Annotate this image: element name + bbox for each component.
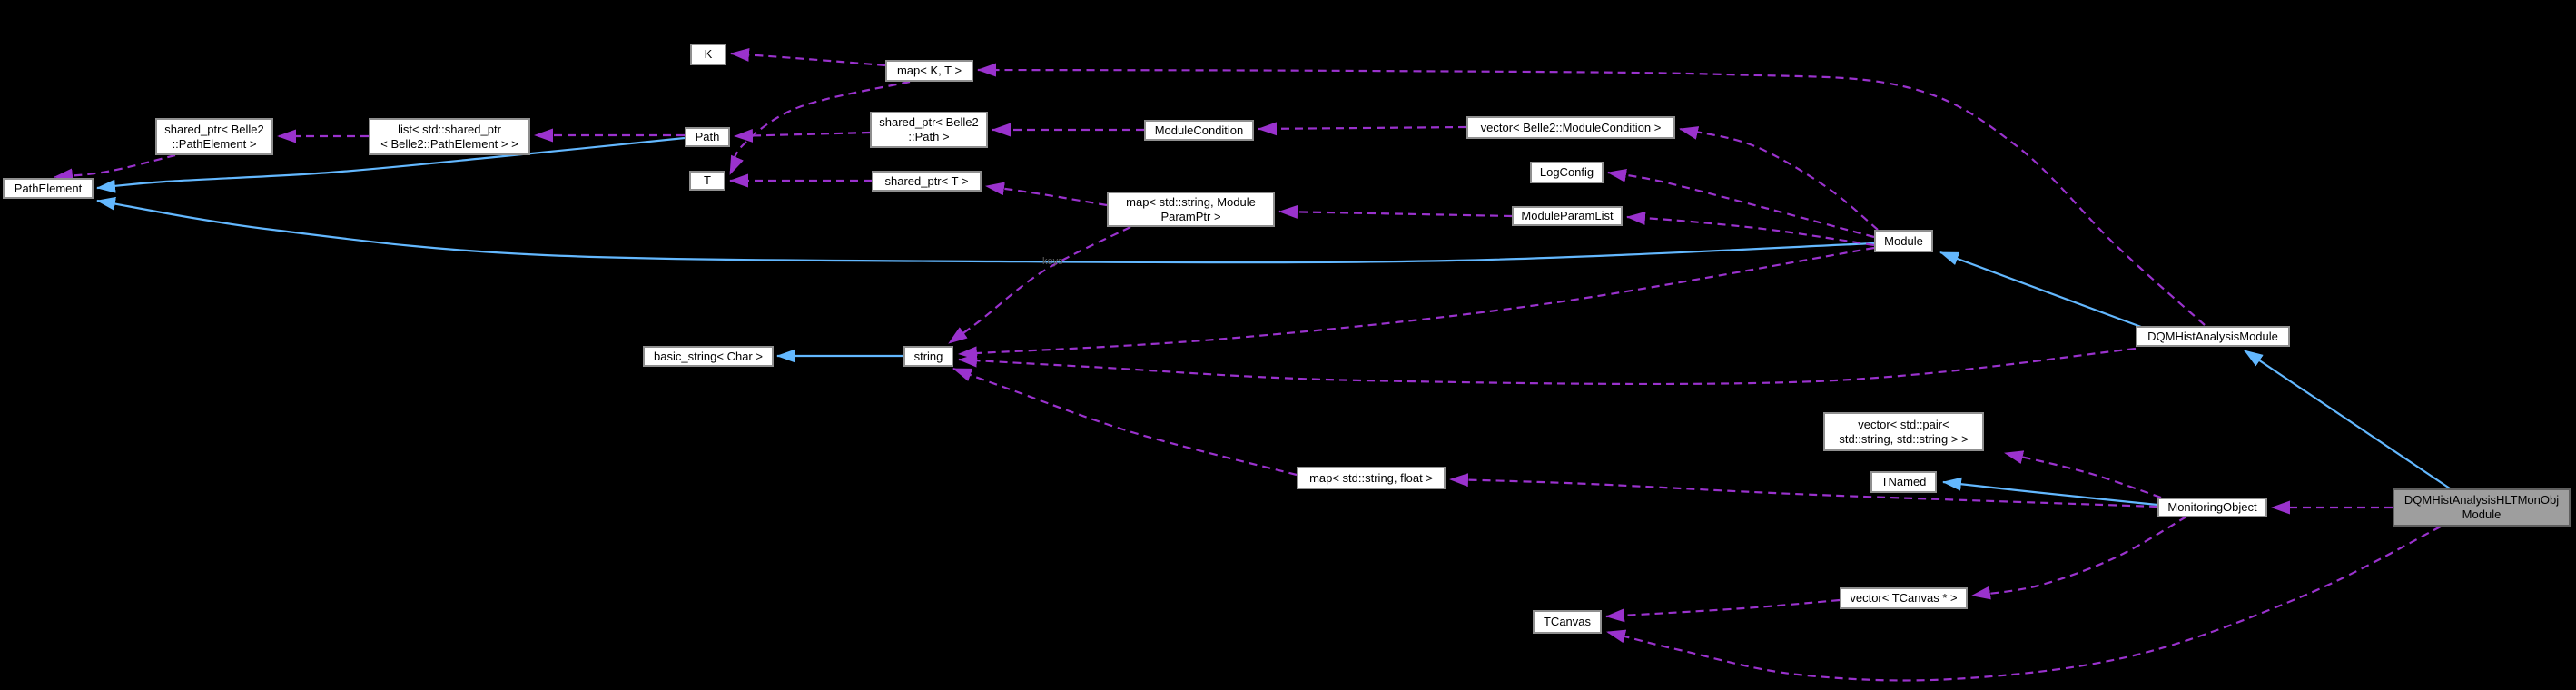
node-string[interactable]: string xyxy=(903,346,953,367)
node-label: vector< TCanvas * > xyxy=(1850,591,1958,605)
node-label: shared_ptr< T > xyxy=(884,173,969,188)
node-shared-ptr-pathelement[interactable]: shared_ptr< Belle2::PathElement > xyxy=(155,118,273,155)
edge-dqm-hlt-monobj-module-to-dqm-hist-analysis-module xyxy=(2244,350,2451,489)
node-log-config[interactable]: LogConfig xyxy=(1530,162,1604,183)
node-label: < Belle2::PathElement > > xyxy=(380,136,518,151)
node-label: vector< Belle2::ModuleCondition > xyxy=(1480,120,1662,134)
node-label: T xyxy=(704,173,711,187)
edge-map-k-t-to-k xyxy=(730,47,886,67)
node-map-string-float[interactable]: map< std::string, float > xyxy=(1297,467,1446,489)
node-label: DQMHistAnalysisHLTMonObj xyxy=(2403,493,2560,507)
node-vector-module-condition[interactable]: vector< Belle2::ModuleCondition > xyxy=(1466,116,1675,139)
node-k[interactable]: K xyxy=(690,44,726,65)
edge-dqm-hlt-monobj-module-to-tcanvas xyxy=(1606,526,2442,682)
edge-map-string-moduleparamptr-to-shared-ptr-t xyxy=(985,182,1108,207)
node-list-shared-ptr[interactable]: list< std::shared_ptr< Belle2::PathEleme… xyxy=(369,118,530,155)
node-module-condition[interactable]: ModuleCondition xyxy=(1144,120,1254,141)
node-label: PathElement xyxy=(14,181,83,195)
edge-shared-ptr-path-to-path xyxy=(734,128,871,143)
edge-module-to-path-element xyxy=(96,196,1875,264)
node-label: TCanvas xyxy=(1543,615,1592,628)
node-label: LogConfig xyxy=(1539,165,1594,179)
edge-monitoring-object-to-map-string-float xyxy=(1449,473,2158,508)
node-label: string xyxy=(913,349,943,363)
edge-monitoring-object-to-vector-tcanvas xyxy=(1971,516,2187,600)
node-path[interactable]: Path xyxy=(685,127,730,147)
node-tnamed[interactable]: TNamed xyxy=(1870,471,1937,493)
node-t[interactable]: T xyxy=(689,171,725,191)
node-label: Path xyxy=(695,130,720,143)
node-path-element[interactable]: PathElement xyxy=(3,178,94,199)
node-label: ParamPtr > xyxy=(1160,209,1221,223)
node-label: map< std::string, float > xyxy=(1309,470,1433,485)
node-tcanvas[interactable]: TCanvas xyxy=(1533,610,1602,634)
node-label: Module xyxy=(2462,508,2502,521)
node-label: Module xyxy=(1884,233,1923,248)
edge-vector-tcanvas-to-tcanvas xyxy=(1605,598,1841,623)
edge-vector-module-condition-to-module-condition xyxy=(1258,122,1467,136)
node-module-param-list[interactable]: ModuleParamList xyxy=(1512,206,1623,226)
node-label: ::PathElement > xyxy=(172,136,257,151)
node-label: TNamed xyxy=(1880,475,1927,488)
edge-module-to-module-param-list xyxy=(1626,211,1875,247)
node-label: map< K, T > xyxy=(896,64,962,77)
node-monitoring-object[interactable]: MonitoringObject xyxy=(2157,498,2267,518)
edge-shared-ptr-pathelement-to-path-element xyxy=(54,153,176,182)
node-dqm-hist-analysis-module[interactable]: DQMHistAnalysisModule xyxy=(2136,326,2290,347)
edge-module-param-list-to-map-string-moduleparamptr xyxy=(1278,204,1513,219)
node-label: ::Path > xyxy=(908,130,950,143)
node-label: ModuleCondition xyxy=(1154,123,1244,137)
edge-path-to-path-element xyxy=(96,136,686,193)
edge-dqm-hist-analysis-module-to-map-k-t xyxy=(977,63,2206,326)
node-map-k-t[interactable]: map< K, T > xyxy=(885,60,973,82)
node-module[interactable]: Module xyxy=(1874,230,1933,252)
edge-monitoring-object-to-vector-pair-string-string xyxy=(2004,450,2162,499)
node-label: DQMHistAnalysisModule xyxy=(2147,329,2278,343)
node-label: K xyxy=(704,47,713,61)
edge-module-to-vector-module-condition xyxy=(1679,126,1879,231)
node-label: list< std::shared_ptr xyxy=(398,122,501,136)
node-label: shared_ptr< Belle2 xyxy=(879,115,979,129)
node-label: basic_string< Char > xyxy=(654,349,763,363)
edge-map-k-t-to-t xyxy=(728,80,911,175)
node-label: map< std::string, Module xyxy=(1126,194,1256,209)
node-label: MonitoringObject xyxy=(2167,500,2257,514)
edge-label-keys: keys xyxy=(1042,256,1063,267)
node-basic-string-char[interactable]: basic_string< Char > xyxy=(643,346,774,367)
node-label: std::string, std::string > > xyxy=(1839,431,1969,446)
edge-dqm-hist-analysis-module-to-string xyxy=(958,347,2137,386)
edge-dqm-hist-analysis-module-to-module xyxy=(1939,251,2142,329)
edge-module-to-string xyxy=(958,246,1875,360)
node-label: shared_ptr< Belle2 xyxy=(164,122,264,136)
edge-module-to-log-config xyxy=(1607,168,1875,239)
node-shared-ptr-path[interactable]: shared_ptr< Belle2::Path > xyxy=(870,112,988,148)
edge-map-string-moduleparamptr-to-string xyxy=(948,226,1131,344)
edge-map-string-float-to-string xyxy=(952,367,1298,477)
node-vector-tcanvas[interactable]: vector< TCanvas * > xyxy=(1840,587,1968,609)
edge-monitoring-object-to-tnamed xyxy=(1942,477,2158,507)
node-vector-pair-string-string[interactable]: vector< std::pair<std::string, std::stri… xyxy=(1823,412,1984,451)
node-label: vector< std::pair< xyxy=(1858,417,1949,431)
node-shared-ptr-t[interactable]: shared_ptr< T > xyxy=(872,171,982,192)
node-label: ModuleParamList xyxy=(1521,209,1614,222)
